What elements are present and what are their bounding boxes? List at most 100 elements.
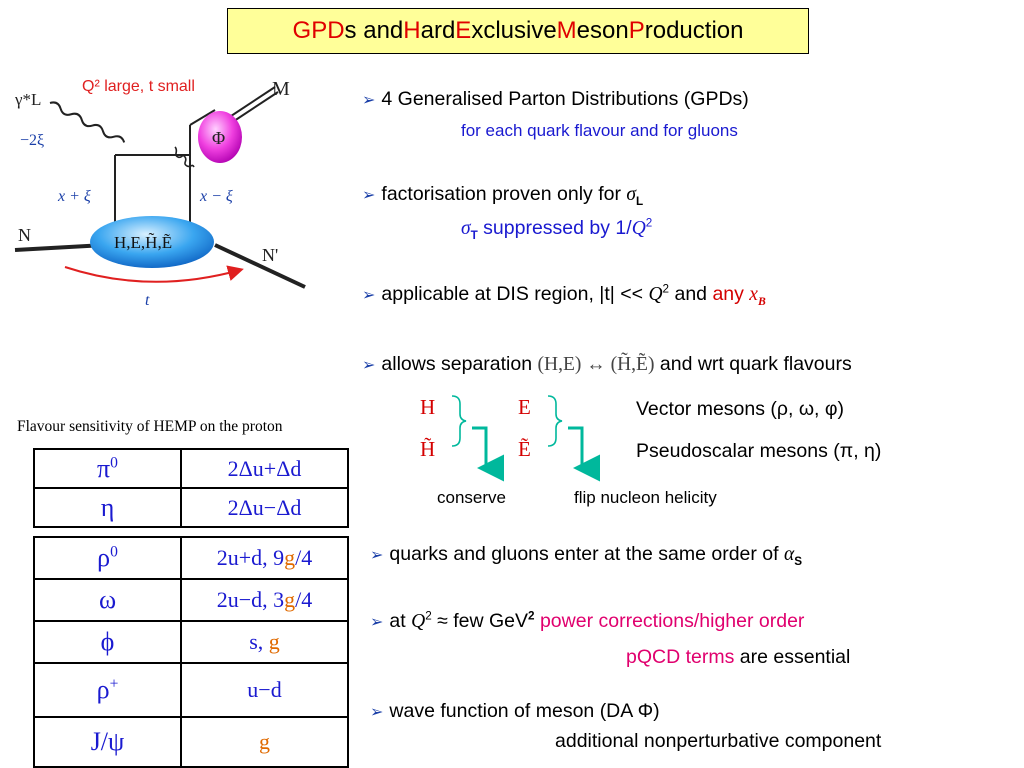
q-exponent: 2	[662, 282, 670, 296]
suppressed-text: suppressed by 1/	[477, 217, 632, 239]
separation-arrows	[451, 395, 600, 482]
applicable-text: applicable at DIS region, |t| <<	[381, 283, 649, 305]
meson-line-1	[224, 86, 276, 121]
meson-M-label: M	[272, 78, 290, 100]
pqcd-terms-text: pQCD terms	[626, 646, 735, 668]
meson-symbol: π	[97, 453, 111, 483]
separation-end-text: and wrt quark flavours	[654, 353, 852, 375]
gluon-g: g	[284, 587, 296, 612]
q-symbol: Q	[648, 284, 663, 305]
flavour-cell: g	[180, 716, 349, 768]
t-label: t	[145, 292, 150, 309]
meson-cell: ϕ	[33, 620, 182, 664]
meson-charge: 0	[110, 453, 118, 471]
nucleon-in-line	[14, 243, 106, 252]
nucleon-Nprime-label: N'	[262, 245, 278, 265]
sigma-T-sub: T	[470, 228, 478, 242]
sep-Ht: H̃	[420, 437, 436, 461]
photon-line	[49, 101, 126, 143]
feynman-diagram: γ*L Q² large, t small −2ξ M Φ x + ξ x − …	[10, 65, 320, 315]
pqcd-line: pQCD terms are essential	[626, 646, 850, 669]
title-rest-4: eson	[576, 17, 629, 44]
conserve-label: conserve	[437, 488, 506, 507]
phi-label: Φ	[212, 128, 225, 148]
t-arrow	[64, 265, 244, 283]
meson-charge: +	[109, 675, 119, 693]
bullet-arrow-icon: ➢	[370, 704, 384, 721]
factorisation-text: factorisation proven only for	[381, 183, 627, 205]
title-red-3: E	[455, 17, 472, 44]
table-row: ρ+ u−d	[33, 662, 349, 718]
few-gev-text: ≈ few GeV	[431, 610, 529, 632]
bullet-gpds-sub: for each quark flavour and for gluons	[461, 121, 738, 140]
q2-label: Q² large, t small	[82, 78, 195, 95]
title-rest-1: s and	[344, 17, 404, 44]
flip-helicity-label: flip nucleon helicity	[574, 488, 717, 507]
bullet-arrow-icon: ➢	[370, 614, 384, 631]
meson-cell: ρ0	[33, 536, 182, 580]
flavour-tail: /4	[295, 587, 313, 612]
flavour-cell: u−d	[180, 662, 349, 718]
title-red-1: GPD	[292, 17, 345, 44]
gev-exponent: 2	[528, 609, 535, 623]
gpd-blob-label: H,E,H̃,Ẽ	[114, 233, 172, 252]
bullet-power-corrections: ➢at Q2 ≈ few GeV2 power corrections/high…	[370, 610, 804, 633]
sigma-L-sub: L	[636, 194, 644, 208]
q-symbol: Q	[411, 611, 426, 632]
title-rest-2: ard	[420, 17, 456, 44]
x-plus-xi-label: x + ξ	[57, 188, 91, 205]
feynman-diagram-svg: γ*L Q² large, t small −2ξ M Φ x + ξ x − …	[14, 78, 306, 309]
bullet-factorisation: ➢factorisation proven only for σL	[362, 183, 644, 208]
flavour-cell: 2u−d, 3g/4	[180, 578, 349, 622]
essential-text: are essential	[734, 646, 851, 668]
gluon-line	[174, 146, 195, 168]
bullet-arrow-icon: ➢	[370, 547, 384, 564]
meson-line-2	[227, 91, 279, 126]
meson-symbol: ϕ	[100, 627, 115, 656]
bullet-gpds: ➢4 Generalised Parton Distributions (GPD…	[362, 88, 749, 111]
alpha-symbol: α	[783, 544, 795, 565]
table-row: ρ0 2u+d, 9g/4	[33, 536, 349, 580]
minus2xi-label: −2ξ	[20, 132, 44, 149]
flavour-text: 2u+d, 9	[216, 545, 285, 570]
meson-cell: η	[33, 487, 182, 528]
bullet-arrow-icon: ➢	[362, 287, 376, 304]
title-red-4: M	[556, 17, 577, 44]
at-text: at	[389, 610, 412, 632]
meson-cell: ω	[33, 578, 182, 622]
quark-upper-line	[189, 109, 216, 126]
q-exponent: 2	[425, 609, 432, 623]
sigma-t-symbol: σ	[461, 218, 471, 239]
table-row: ϕ s, g	[33, 620, 349, 664]
meson-cell: J/ψ	[33, 716, 182, 768]
phi-blob	[198, 111, 242, 163]
meson-symbol: η	[100, 492, 115, 522]
gluon-g: g	[284, 545, 296, 570]
brace-right	[547, 395, 563, 447]
meson-cell: ρ+	[33, 662, 182, 718]
sep-Et: Ẽ	[518, 437, 531, 461]
bullet-arrow-icon: ➢	[362, 357, 376, 374]
alpha-S-sub: S	[794, 554, 803, 568]
gluon-g: g	[268, 629, 280, 654]
meson-cell: π0	[33, 448, 182, 489]
title-rest-5: roduction	[644, 17, 744, 44]
table-row: ω 2u−d, 3g/4	[33, 578, 349, 622]
q-symbol: Q	[631, 218, 646, 239]
separation-text: allows separation	[381, 353, 538, 375]
meson-symbol: ρ	[97, 543, 111, 572]
bullet-applicable: ➢ applicable at DIS region, |t| << Q2 and…	[362, 282, 766, 307]
meson-symbol: ω	[98, 585, 117, 614]
vector-table: ρ0 2u+d, 9g/4 ω 2u−d, 3g/4 ϕ s, g ρ+ u−d…	[33, 536, 349, 768]
sep-H: H	[420, 395, 436, 419]
nucleon-out-line	[214, 243, 306, 289]
and-text: and	[669, 283, 713, 305]
nucleon-N-label: N	[18, 225, 31, 245]
title-rest-3: xclusive	[471, 17, 557, 44]
bullet-gpds-text: 4 Generalised Parton Distributions (GPDs…	[381, 88, 749, 110]
power-corrections-text: power corrections/higher order	[534, 610, 805, 632]
meson-symbol: ρ	[96, 675, 110, 704]
table-caption: Flavour sensitivity of HEMP on the proto…	[17, 418, 283, 435]
gpd-blob	[90, 216, 214, 268]
